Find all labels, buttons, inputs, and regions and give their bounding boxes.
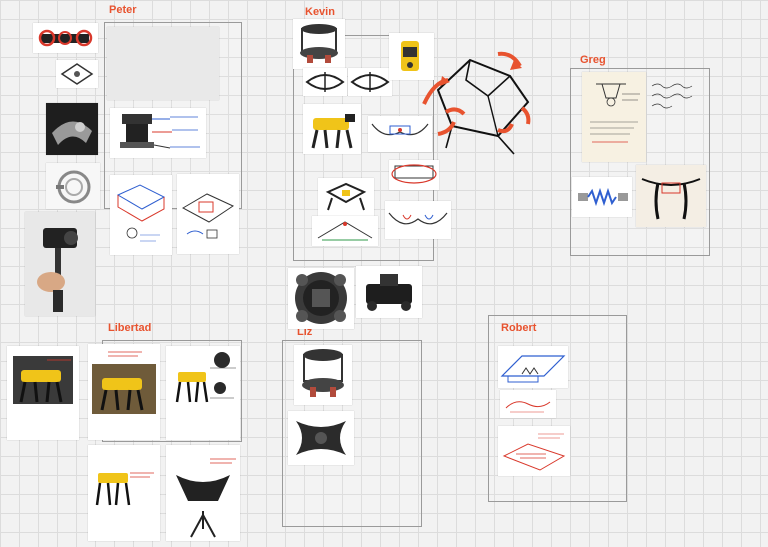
kevin-tripod-diagram[interactable]	[312, 216, 378, 246]
label-greg: Greg	[580, 54, 606, 66]
robot-dog-icon	[7, 346, 79, 440]
camera-stabilizer-photo[interactable]	[25, 212, 95, 316]
yellow-device-graphic	[389, 33, 434, 80]
label-liz: Liz	[297, 326, 313, 338]
sketch-icon	[385, 201, 451, 239]
quad-bracket-image[interactable]	[56, 60, 98, 88]
drone-frame-icon	[288, 411, 354, 465]
quad-bracket-icon	[56, 60, 98, 88]
greg-harness-sketch[interactable]	[636, 165, 706, 227]
drone-top-view-photo[interactable]	[288, 268, 354, 329]
shock-absorber-icon	[572, 177, 632, 217]
kevin-arc-diagram[interactable]	[385, 201, 451, 239]
sketch-icon	[110, 108, 206, 158]
robot-dog-icon	[88, 445, 160, 541]
libertad-robot-dog-3[interactable]	[166, 346, 240, 440]
label-libertad: Libertad	[108, 322, 152, 334]
peter-sketch-2[interactable]	[177, 174, 239, 254]
kevin-harness-right[interactable]	[348, 68, 392, 96]
kevin-bracket-diagram[interactable]	[368, 116, 432, 152]
sketch-icon	[177, 174, 239, 254]
drone-frame-icon	[33, 23, 98, 53]
harness-icon	[636, 165, 706, 227]
drone-frame-icon	[288, 268, 354, 329]
robert-red-sketch-2[interactable]	[498, 426, 570, 476]
harness-icon	[348, 68, 392, 96]
sketch-icon	[498, 426, 570, 476]
libertad-robot-dog-2[interactable]	[88, 344, 160, 440]
robert-blue-sketch[interactable]	[498, 346, 568, 388]
black-mount-graphic	[356, 266, 422, 318]
greg-handwriting-text[interactable]	[650, 78, 694, 118]
sketch-icon	[368, 116, 432, 152]
sketch-icon	[582, 72, 646, 162]
kevin-harness-left[interactable]	[303, 68, 347, 96]
peter-sketch-1[interactable]	[110, 175, 172, 255]
harness-icon	[303, 68, 347, 96]
hand-sketch-arrows[interactable]	[418, 50, 542, 164]
greg-shock-absorber[interactable]	[572, 177, 632, 217]
sketch-icon	[312, 216, 378, 246]
liz-carbon-mount[interactable]	[288, 411, 354, 465]
sketch-icon	[651, 83, 693, 109]
greg-handwritten-note[interactable]	[582, 72, 646, 162]
harness-icon	[166, 445, 240, 541]
label-peter: Peter	[109, 4, 137, 16]
label-kevin: Kevin	[305, 6, 335, 18]
robot-dog-icon	[303, 104, 361, 154]
kevin-part-diagram[interactable]	[389, 160, 439, 190]
mount-photo-graphic	[46, 103, 98, 155]
sketch-icon	[389, 160, 439, 190]
label-robert: Robert	[501, 322, 537, 334]
yellow-frame-graphic	[318, 178, 374, 216]
drone-frame-image[interactable]	[33, 23, 98, 53]
robot-dog-icon	[88, 344, 160, 440]
gimbal-icon	[294, 345, 352, 405]
gimbal-icon	[293, 19, 345, 69]
robert-red-sketch-1[interactable]	[500, 390, 556, 418]
sketch-icon	[498, 346, 568, 388]
gimbal-ring-photo[interactable]	[46, 163, 100, 209]
sketch-icon	[110, 175, 172, 255]
robot-dog-icon	[166, 346, 240, 440]
sketch-icon	[500, 390, 556, 418]
kevin-yellow-frame[interactable]	[318, 178, 374, 216]
mount-photo[interactable]	[46, 103, 98, 155]
peter-placeholder-box[interactable]	[107, 27, 219, 100]
liz-gimbal-render[interactable]	[294, 345, 352, 405]
kevin-yellow-device[interactable]	[389, 33, 434, 80]
sketch-icon	[422, 51, 531, 155]
kevin-gimbal-render[interactable]	[293, 19, 345, 69]
libertad-robot-dog-1[interactable]	[7, 346, 79, 440]
peter-device-diagram[interactable]	[110, 108, 206, 158]
kevin-robot-dog[interactable]	[303, 104, 361, 154]
gimbal-icon	[46, 163, 100, 209]
libertad-robot-dog-4[interactable]	[88, 445, 160, 541]
libertad-harness-tripod[interactable]	[166, 445, 240, 541]
black-mount-photo[interactable]	[356, 266, 422, 318]
camera-stabilizer-icon	[25, 212, 95, 316]
